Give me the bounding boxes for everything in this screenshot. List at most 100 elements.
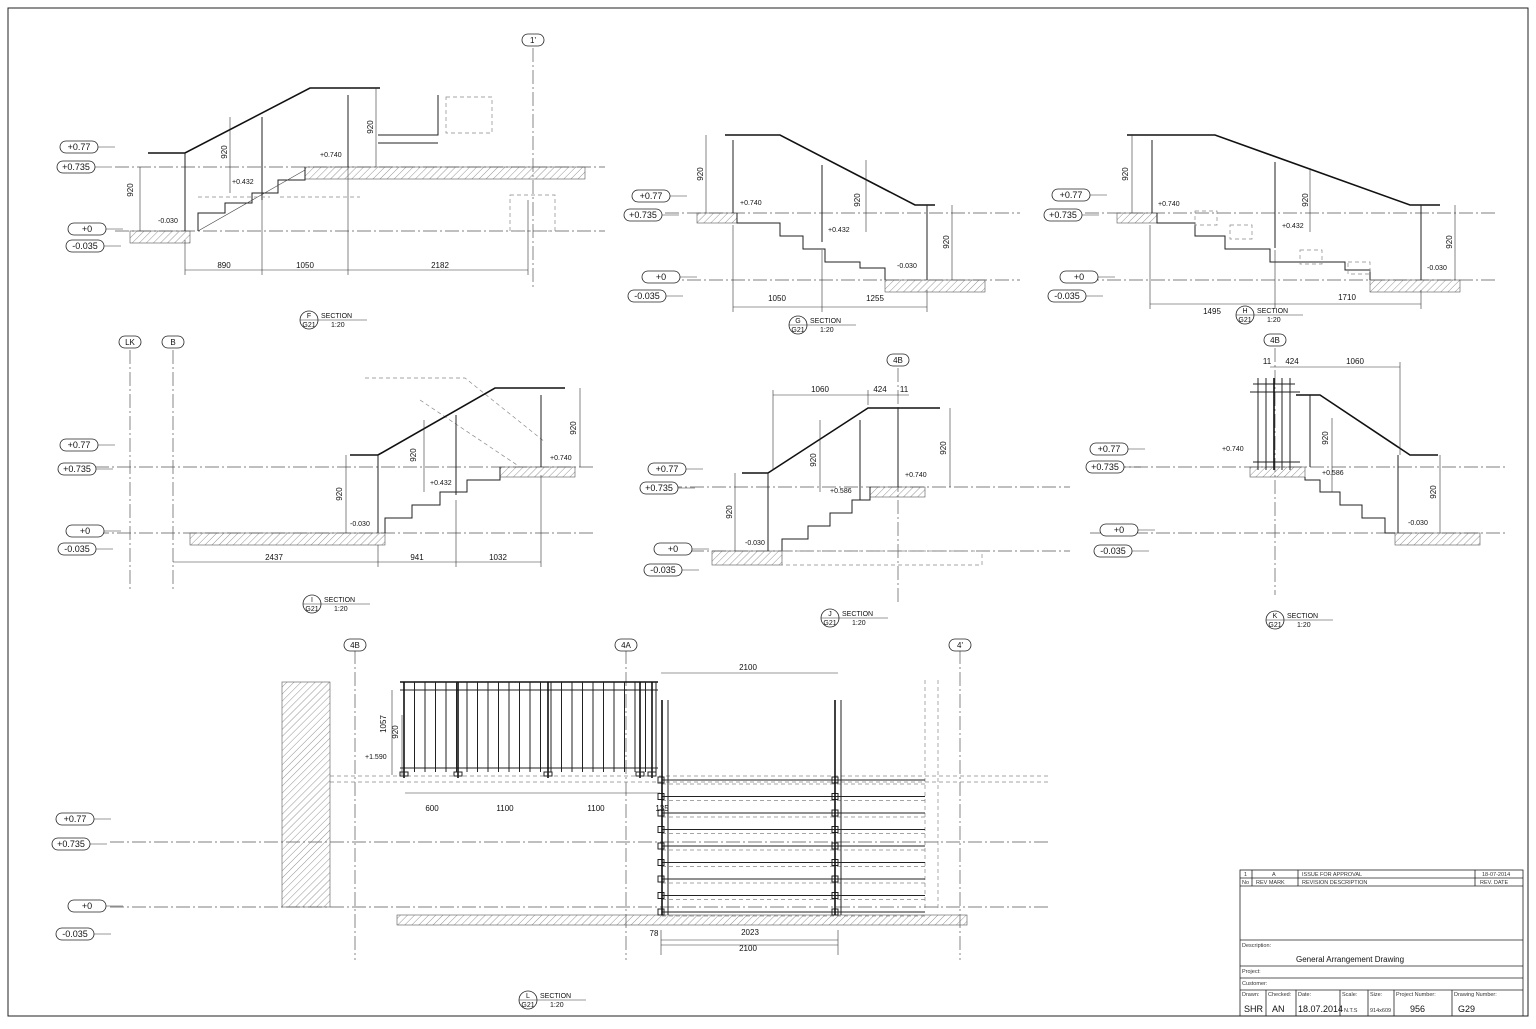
grid-bubble	[886, 353, 910, 367]
level-label: +0.735	[57, 839, 85, 849]
grid-bubble	[343, 638, 367, 652]
level-marker	[643, 563, 699, 577]
dimension-label: 600	[425, 804, 439, 813]
section-callout	[788, 315, 856, 335]
dimension-label: 11	[900, 385, 909, 394]
label-project-number: Project Number:	[1396, 992, 1436, 998]
section-sheet: G21	[791, 327, 804, 334]
level-label: -0.035	[64, 544, 90, 554]
grid-bubble	[614, 638, 638, 652]
sheet-border	[7, 7, 1529, 1017]
rev-header-date: REV. DATE	[1480, 880, 1508, 886]
level-label: -0.035	[650, 565, 676, 575]
dimension-label: 1032	[489, 553, 507, 562]
dimension-label: 920	[366, 120, 375, 134]
section-scale: 1:20	[1267, 317, 1281, 324]
level-marker	[65, 239, 121, 253]
spot-level: +0.432	[232, 179, 254, 186]
dimension-label: 920	[409, 448, 418, 462]
section-g-view	[665, 134, 1020, 312]
dimension-label: 1255	[866, 294, 884, 303]
level-label: +0.77	[1060, 190, 1083, 200]
spot-level: -0.030	[1408, 520, 1428, 527]
level-marker	[641, 270, 697, 284]
dimension-label: 135	[655, 804, 669, 813]
section-callout	[518, 990, 586, 1010]
spot-level: -0.030	[350, 521, 370, 528]
section-callout	[1235, 305, 1303, 325]
value-size: 914x609	[1370, 1008, 1391, 1014]
project-label: Project:	[1242, 969, 1261, 975]
label-drawn: Drawn:	[1242, 992, 1260, 998]
customer-label: Customer:	[1242, 981, 1268, 987]
level-marker	[55, 927, 111, 941]
dimension-label: 11	[1263, 357, 1272, 366]
section-sheet: G21	[1268, 622, 1281, 629]
level-label: +0	[82, 224, 92, 234]
level-marker	[56, 160, 112, 174]
dimension-label: 2100	[739, 663, 757, 672]
grid-bubble	[1263, 333, 1287, 347]
level-label: +0.735	[629, 210, 657, 220]
section-sheet: G21	[302, 322, 315, 329]
section-scale: 1:20	[334, 606, 348, 613]
dimension-label: 1710	[1338, 293, 1356, 302]
section-sheet: G21	[521, 1002, 534, 1009]
grid-label: 4B	[1270, 336, 1280, 345]
revision-description: ISSUE FOR APPROVAL	[1302, 872, 1362, 878]
dimension-label: 1057	[379, 715, 388, 733]
value-drawing-number: G29	[1458, 1004, 1475, 1014]
spot-level: -0.030	[1427, 265, 1447, 272]
stair-elevation	[657, 776, 925, 917]
dimension-label: 2100	[739, 944, 757, 953]
level-label: +0	[656, 272, 666, 282]
spot-level: +1.590	[365, 754, 387, 761]
dimension-label: 920	[1445, 235, 1454, 249]
section-i-view	[95, 350, 595, 590]
level-marker	[55, 812, 111, 826]
level-marker	[57, 462, 113, 476]
level-marker	[653, 542, 709, 556]
revision-date: 18-07-2014	[1482, 872, 1510, 878]
level-marker	[647, 462, 703, 476]
level-label: +0	[1114, 525, 1124, 535]
label-scale: Scale:	[1342, 992, 1358, 998]
section-letter: G	[795, 318, 800, 325]
spot-level: +0.740	[320, 152, 342, 159]
dimension-label: 920	[725, 505, 734, 519]
level-marker	[51, 837, 107, 851]
level-label: +0.77	[1098, 444, 1121, 454]
spot-level: +0.740	[740, 200, 762, 207]
dimension-label: 920	[220, 145, 229, 159]
level-label: +0	[1074, 272, 1084, 282]
grid-bubble	[521, 33, 545, 47]
grid-label: 4B	[893, 356, 903, 365]
spot-level: +0.586	[830, 488, 852, 495]
grid-label: 4A	[621, 641, 631, 650]
level-marker	[57, 542, 113, 556]
dimension-label: 2023	[741, 928, 759, 937]
section-title: SECTION	[1257, 308, 1288, 315]
dimension-label: 920	[1121, 167, 1130, 181]
level-label: -0.035	[62, 929, 88, 939]
dimension-label: 1060	[811, 385, 829, 394]
spot-level: +0.586	[1322, 470, 1344, 477]
dimension-label: 2437	[265, 553, 283, 562]
dimension-label: 941	[410, 553, 424, 562]
section-title: SECTION	[810, 318, 841, 325]
level-label: +0	[82, 901, 92, 911]
revision-mark: A	[1272, 872, 1276, 878]
dimension-label: 920	[696, 167, 705, 181]
section-sheet: G21	[305, 606, 318, 613]
rev-header-description: REVISION DESCRIPTION	[1302, 880, 1367, 886]
section-sheet: G21	[1238, 317, 1251, 324]
revision-no: 1	[1244, 872, 1247, 878]
level-marker	[631, 189, 687, 203]
dimension-label: 920	[809, 453, 818, 467]
grid-label: 4'	[957, 641, 963, 650]
spot-level: +0.740	[1158, 201, 1180, 208]
level-marker	[1099, 523, 1155, 537]
label-size: Size:	[1370, 992, 1383, 998]
dimension-label: 1060	[1346, 357, 1364, 366]
